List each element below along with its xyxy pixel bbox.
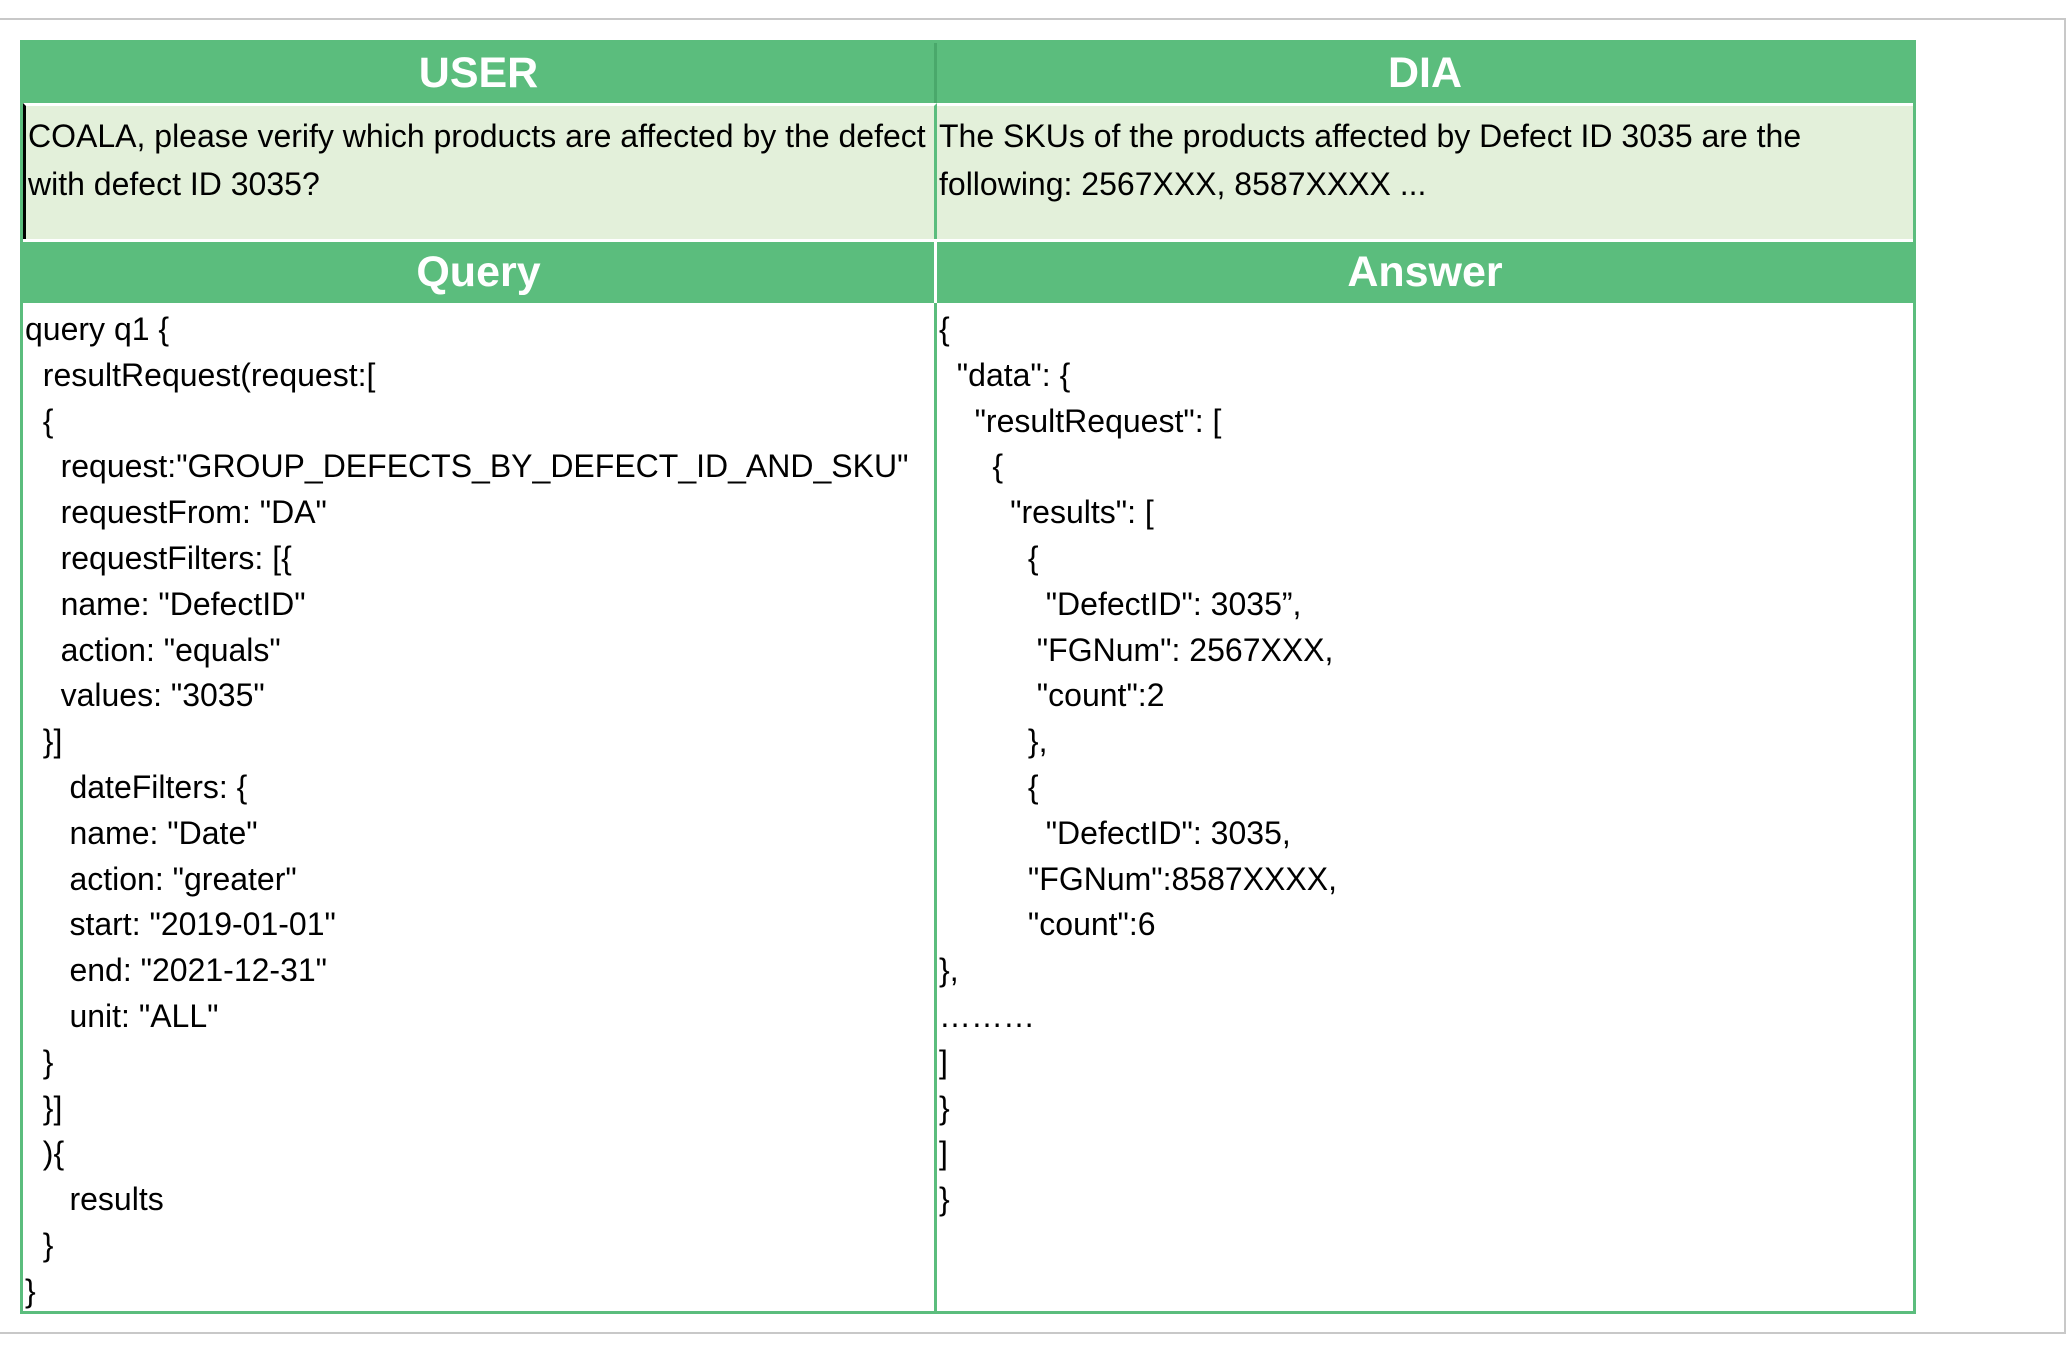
query-header: Query	[23, 239, 937, 303]
dialogue-table: USER DIA COALA, please verify which prod…	[20, 40, 1916, 1314]
user-header: USER	[23, 43, 937, 103]
answer-code-block: { "data": { "resultRequest": [ { "result…	[937, 303, 1913, 1311]
dia-message: The SKUs of the products affected by Def…	[937, 103, 1913, 239]
page-frame	[0, 18, 2066, 1334]
dia-header: DIA	[937, 43, 1913, 103]
answer-header: Answer	[937, 239, 1913, 303]
user-message: COALA, please verify which products are …	[23, 103, 937, 239]
query-code-block: query q1 { resultRequest(request:[ { req…	[23, 303, 937, 1311]
